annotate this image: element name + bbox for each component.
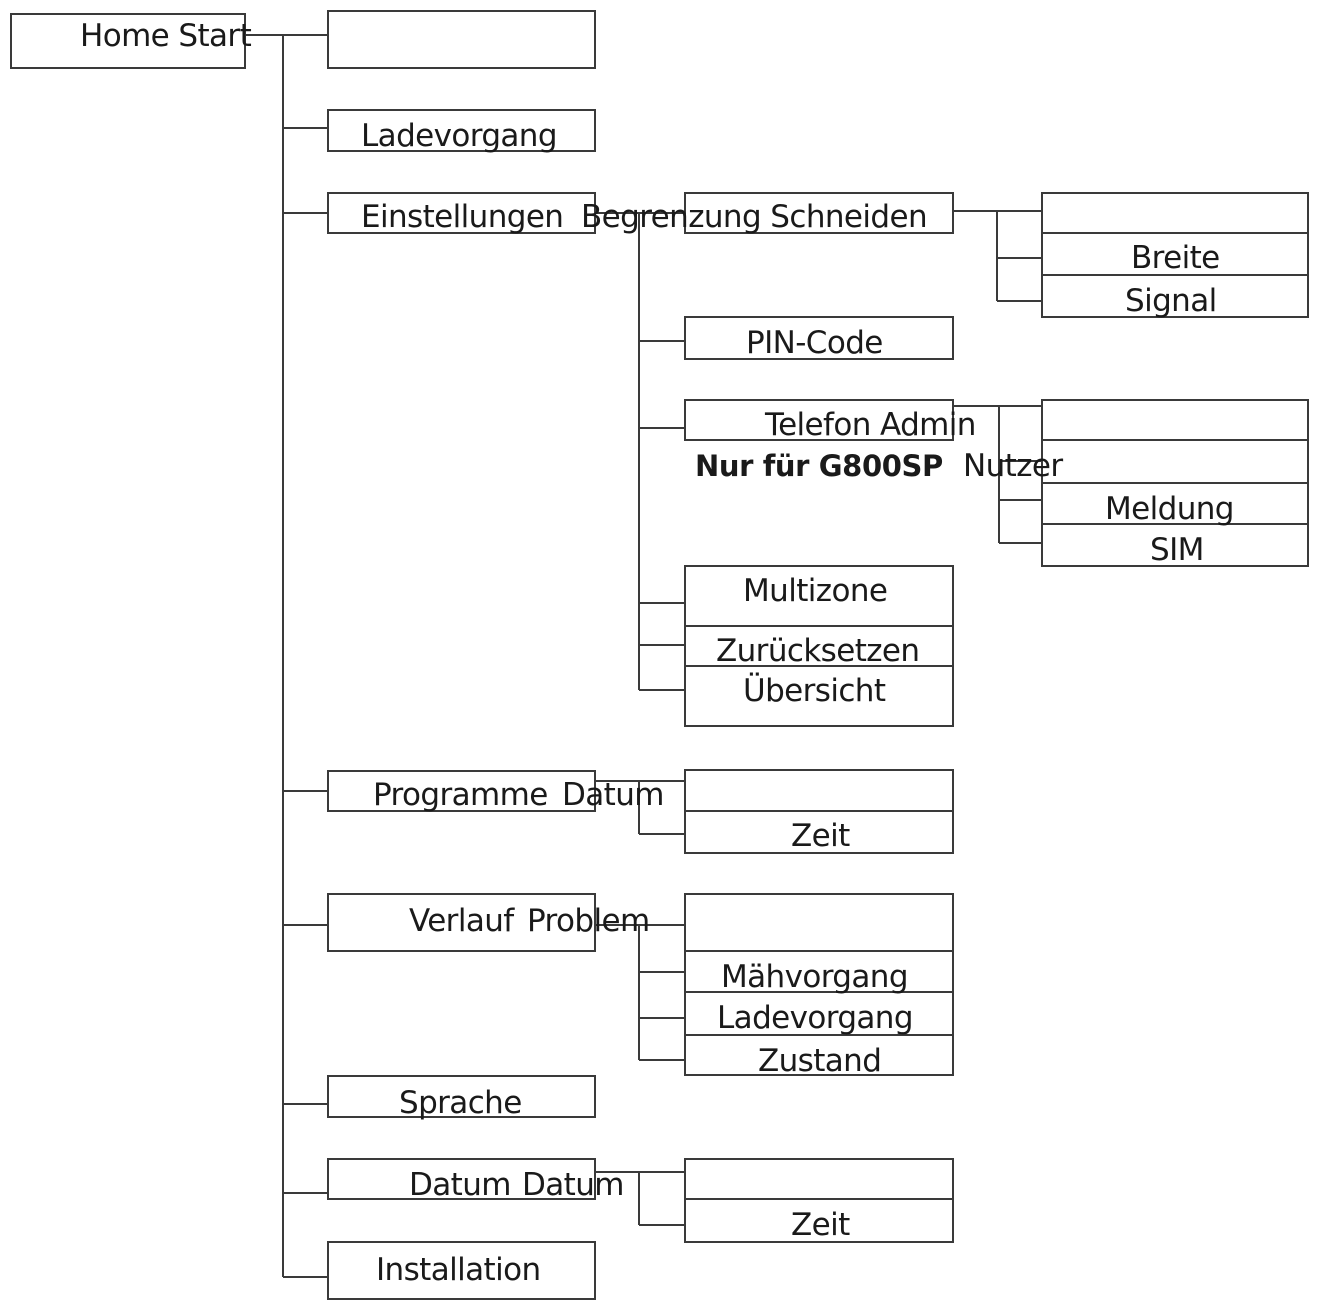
pin-code-label: PIN-Code (746, 325, 883, 361)
uebersicht-box (684, 665, 954, 727)
menu-boxes (10, 10, 1309, 1300)
installation-label: Installation (376, 1252, 541, 1288)
sim-box (1041, 523, 1309, 567)
telefon-top-box (1041, 399, 1309, 441)
level1-top-box (327, 10, 596, 69)
installation-box (327, 1241, 596, 1300)
signal-label: Signal (1125, 283, 1217, 319)
meldung-label: Meldung (1105, 491, 1234, 527)
nutzer-box (1041, 439, 1309, 484)
zustand-label: Zustand (758, 1043, 881, 1079)
home-start-label: Home Start (80, 18, 252, 54)
zustand-box (684, 1034, 954, 1076)
g800sp-note: Nur für G800SP (695, 449, 943, 483)
telefon-box (684, 399, 954, 441)
programme-zeit-label: Zeit (791, 818, 850, 854)
programme-label: Programme (373, 777, 548, 813)
verlauf-label: Verlauf (409, 903, 515, 939)
verlauf-box (327, 893, 596, 952)
uebersicht-label: Übersicht (743, 672, 886, 709)
telefon-label: Telefon Admin (764, 407, 976, 443)
home-start-box (10, 13, 246, 69)
maehvorgang-label: Mähvorgang (721, 959, 908, 995)
programme-zeit-box (684, 810, 954, 854)
problem-box (684, 893, 954, 952)
datum-label: Datum (409, 1167, 511, 1203)
connector-lines (245, 34, 1042, 1278)
problem-label: Problem (527, 903, 650, 939)
nutzer-label: Nutzer (963, 448, 1063, 484)
programme-datum-label: Datum (562, 777, 664, 813)
datum-box (327, 1158, 596, 1200)
signal-box (1041, 274, 1309, 318)
programme-datum-box (684, 769, 954, 812)
begrenzung-label: Begrenzung Schneiden (581, 199, 927, 235)
breite-label: Breite (1131, 240, 1220, 276)
sim-label: SIM (1150, 532, 1204, 568)
multizone-label: Multizone (743, 573, 887, 609)
datum-datum-label: Datum (522, 1167, 624, 1203)
menu-labels: Home Start Ladevorgang Einstellungen Pro… (80, 18, 1234, 1288)
sprache-box (327, 1075, 596, 1118)
datum-zeit-box (684, 1198, 954, 1243)
einstellungen-label: Einstellungen (361, 199, 563, 235)
einstellungen-box (327, 192, 596, 234)
begrenzung-top-box (1041, 192, 1309, 234)
ladevorgang-box (327, 109, 596, 152)
ladevorgang-label: Ladevorgang (361, 118, 557, 154)
begrenzung-box (684, 192, 954, 234)
sprache-label: Sprache (399, 1085, 522, 1121)
pin-code-box (684, 316, 954, 360)
verlauf-ladevorgang-label: Ladevorgang (717, 1000, 913, 1036)
datum-datum-box (684, 1158, 954, 1200)
datum-zeit-label: Zeit (791, 1207, 850, 1243)
programme-box (327, 770, 596, 812)
zuruecksetzen-label: Zurücksetzen (716, 633, 919, 669)
